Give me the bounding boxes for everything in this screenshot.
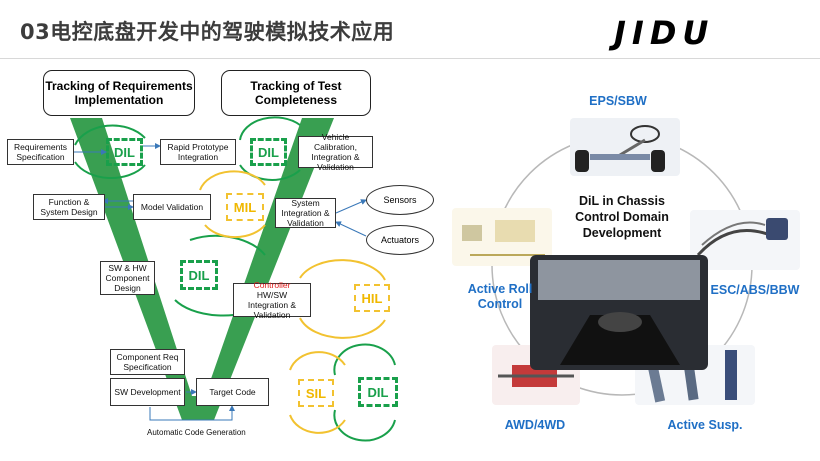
dil-badge-2: DIL xyxy=(250,138,287,166)
loop-arc xyxy=(289,414,346,434)
page-title: 03电控底盘开发中的驾驶模拟技术应用 xyxy=(20,20,395,44)
header-divider xyxy=(0,58,820,59)
system-integration-box: System Integration & Validation xyxy=(275,198,336,228)
active-susp-label: Active Susp. xyxy=(667,418,743,432)
active-roll-control-label: Active Roll Control xyxy=(467,282,533,311)
eps-sbw-label: EPS/SBW xyxy=(589,94,647,108)
model-validation-box: Model Validation xyxy=(133,194,211,220)
dil-badge-3: DIL xyxy=(180,260,218,290)
awd-4wd-label: AWD/4WD xyxy=(504,418,566,432)
controller-label: Controller xyxy=(253,280,291,290)
dil-badge-1: DIL xyxy=(106,138,143,166)
dil-badge-4: DIL xyxy=(358,377,398,407)
loop-arc xyxy=(333,409,396,442)
function-design-box: Function & System Design xyxy=(33,194,105,220)
vehicle-calibration-box: Vehicle Calibration, Integration & Valid… xyxy=(298,132,373,172)
actuators-oval: Actuators xyxy=(366,225,434,255)
header-box-test-completeness: Tracking of Test Completeness xyxy=(221,70,371,116)
esc-illustration xyxy=(690,210,800,270)
esc-abs-bbw-label: ESC/ABS/BBW xyxy=(710,283,800,297)
rapid-prototype-box: Rapid Prototype Integration xyxy=(160,139,236,165)
mil-badge: MIL xyxy=(226,193,264,221)
loop-arc xyxy=(74,161,146,180)
chassis-graphics xyxy=(452,118,800,405)
roll-control-illustration xyxy=(452,208,552,266)
auto-code-label: Automatic Code Generation xyxy=(147,428,246,437)
loop-arc xyxy=(299,317,386,339)
steering-illustration xyxy=(570,118,680,176)
hw-sw-integration-box: Controller HW/SW Integration & Validatio… xyxy=(233,280,311,320)
sensors-oval: Sensors xyxy=(366,185,434,215)
loop-arc xyxy=(333,343,396,376)
requirements-spec-box: Requirements Specification xyxy=(7,139,74,165)
loop-arc xyxy=(299,259,386,281)
header-box-requirements: Tracking of Requirements Implementation xyxy=(43,70,195,116)
loop-arc xyxy=(289,351,346,371)
sil-badge: SIL xyxy=(298,379,334,407)
sw-development-box: SW Development xyxy=(110,378,185,406)
hw-sw-integration-label: HW/SW Integration & Validation xyxy=(247,290,297,320)
sw-hw-design-box: SW & HW Component Design xyxy=(100,261,155,295)
jidu-logo: JIDU xyxy=(614,14,715,52)
component-req-box: Component Req Specification xyxy=(110,349,185,375)
hil-badge: HIL xyxy=(354,284,390,312)
chassis-center-title: DiL in Chassis Control Domain Developmen… xyxy=(575,194,669,240)
loop-arc xyxy=(204,224,266,239)
loop-arc xyxy=(74,124,146,146)
loop-arc xyxy=(199,170,266,191)
loop-arc xyxy=(239,116,301,141)
loop-arc xyxy=(189,234,266,256)
simulator-photo xyxy=(530,255,708,370)
target-code-box: Target Code xyxy=(196,378,269,406)
loop-arc xyxy=(239,164,301,181)
